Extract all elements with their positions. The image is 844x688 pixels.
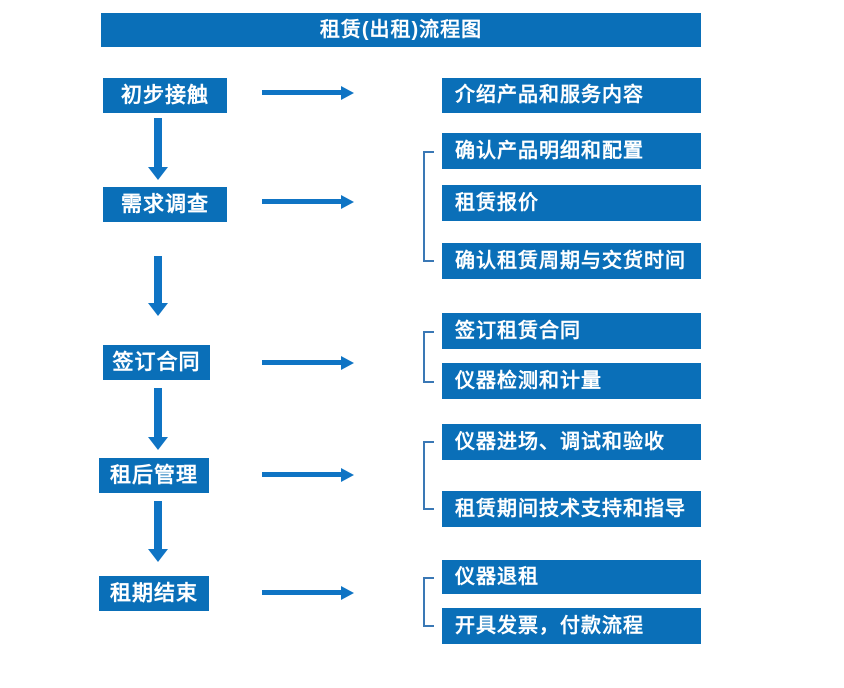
down-arrow-shaft bbox=[154, 256, 162, 304]
detail-box-instrument-testing: 仪器检测和计量 bbox=[442, 363, 701, 399]
right-arrow-icon-2 bbox=[262, 195, 354, 209]
right-arrow-head bbox=[341, 86, 354, 100]
detail-box-invoice-payment: 开具发票，付款流程 bbox=[442, 608, 701, 644]
flowchart-title: 租赁(出租)流程图 bbox=[101, 13, 701, 47]
down-arrow-head bbox=[148, 167, 168, 180]
step-box-post-rental-management: 租后管理 bbox=[99, 458, 209, 493]
right-arrow-head bbox=[341, 195, 354, 209]
detail-box-confirm-product-config: 确认产品明细和配置 bbox=[442, 133, 701, 169]
right-arrow-icon-1 bbox=[262, 86, 354, 100]
down-arrow-icon-3 bbox=[148, 388, 168, 450]
step-box-sign-contract: 签订合同 bbox=[103, 345, 210, 380]
step-box-initial-contact: 初步接触 bbox=[103, 78, 227, 113]
step-box-lease-end: 租期结束 bbox=[99, 576, 209, 611]
detail-box-instrument-onsite: 仪器进场、调试和验收 bbox=[442, 424, 701, 460]
step-box-demand-survey: 需求调查 bbox=[103, 187, 227, 222]
right-arrow-shaft bbox=[262, 472, 342, 477]
right-arrow-icon-5 bbox=[262, 586, 354, 600]
detail-box-tech-support: 租赁期间技术支持和指导 bbox=[442, 491, 701, 527]
right-arrow-shaft bbox=[262, 90, 342, 95]
down-arrow-shaft bbox=[154, 388, 162, 438]
detail-box-sign-rental-contract: 签订租赁合同 bbox=[442, 313, 701, 349]
right-arrow-head bbox=[341, 468, 354, 482]
down-arrow-shaft bbox=[154, 118, 162, 168]
down-arrow-icon-1 bbox=[148, 118, 168, 180]
group-bracket-post-rental bbox=[423, 441, 434, 510]
group-bracket-lease-end bbox=[423, 577, 434, 627]
right-arrow-head bbox=[341, 586, 354, 600]
detail-box-instrument-return: 仪器退租 bbox=[442, 560, 701, 594]
detail-box-rental-quote: 租赁报价 bbox=[442, 185, 701, 221]
down-arrow-shaft bbox=[154, 501, 162, 550]
right-arrow-shaft bbox=[262, 199, 342, 204]
down-arrow-icon-4 bbox=[148, 501, 168, 562]
down-arrow-head bbox=[148, 303, 168, 316]
right-arrow-shaft bbox=[262, 590, 342, 595]
right-arrow-shaft bbox=[262, 360, 342, 365]
right-arrow-head bbox=[341, 356, 354, 370]
right-arrow-icon-4 bbox=[262, 468, 354, 482]
detail-box-introduce-products: 介绍产品和服务内容 bbox=[442, 78, 701, 113]
group-bracket-demand-survey bbox=[423, 151, 434, 262]
down-arrow-head bbox=[148, 437, 168, 450]
detail-box-confirm-period-delivery: 确认租赁周期与交货时间 bbox=[442, 243, 701, 279]
down-arrow-icon-2 bbox=[148, 256, 168, 316]
group-bracket-sign-contract bbox=[423, 331, 434, 383]
down-arrow-head bbox=[148, 549, 168, 562]
right-arrow-icon-3 bbox=[262, 356, 354, 370]
